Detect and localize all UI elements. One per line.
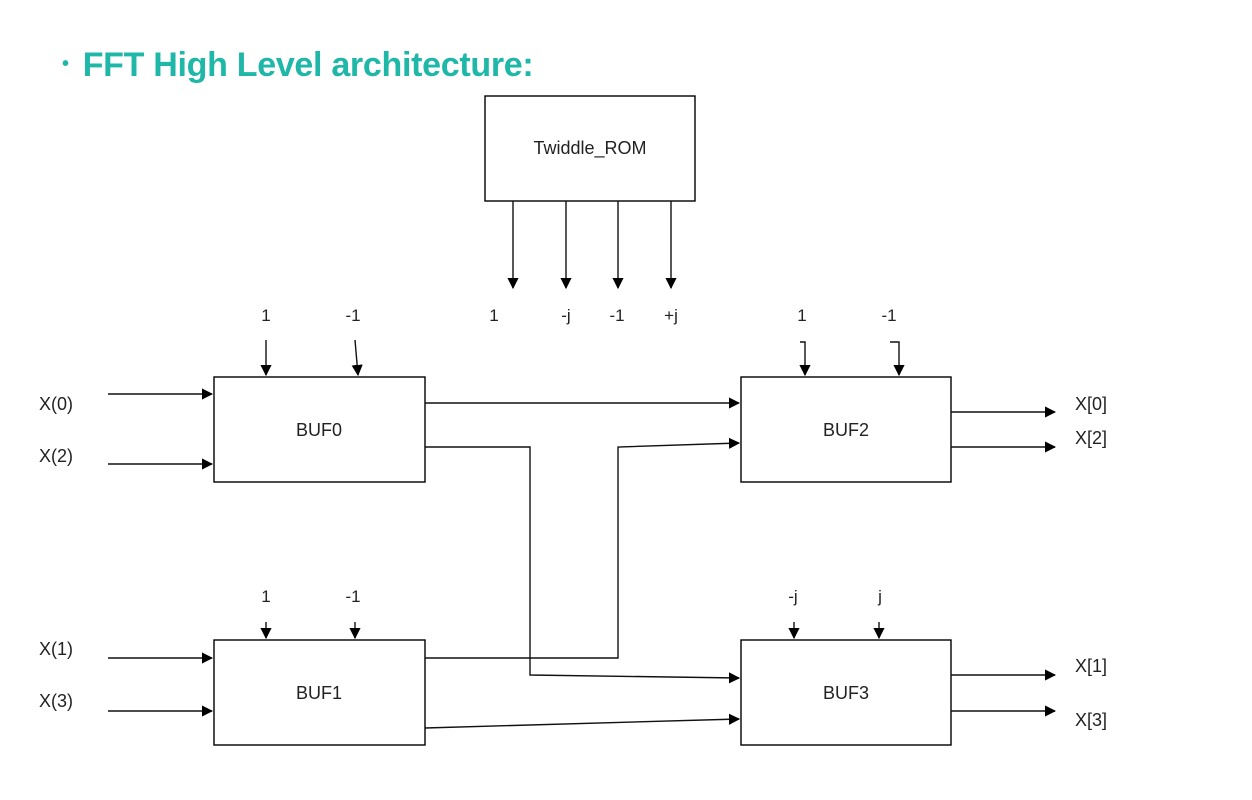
output-label-x3: X[3]: [1075, 710, 1107, 730]
rom-output-label-2: -j: [561, 306, 570, 325]
input-label-x1: X(1): [39, 639, 73, 659]
input-label-x2: X(2): [39, 446, 73, 466]
buf2-twiddle-label-2: -1: [881, 306, 896, 325]
twiddle-rom-label: Twiddle_ROM: [533, 138, 646, 159]
title-text: FFT High Level architecture:: [82, 46, 534, 84]
buf2-block: [740, 376, 952, 483]
input-label-x3: X(3): [39, 691, 73, 711]
buf0-twiddle-label-1: 1: [261, 306, 270, 325]
slide-title: • FFT High Level architecture:: [62, 46, 534, 85]
wire-buf0-to-buf3: [425, 446, 741, 684]
buf3-twiddle-label-2: j: [877, 587, 882, 606]
buf0-twiddle-arrow-2: [351, 339, 363, 377]
buf2-twiddle-arrow-2: [890, 341, 905, 377]
buf1-twiddle-label-2: -1: [345, 587, 360, 606]
buf3-twiddle-label-1: -j: [788, 587, 797, 606]
buf3-block: [740, 639, 952, 746]
buf0-twiddle-label-2: -1: [345, 306, 360, 325]
rom-output-label-4: +j: [664, 306, 678, 325]
wire-buf1-to-buf2: [425, 437, 741, 659]
input-label-x0: X(0): [39, 394, 73, 414]
wire-buf1-to-buf3: [424, 713, 741, 729]
output-label-x0: X[0]: [1075, 394, 1107, 414]
buf1-twiddle-label-1: 1: [261, 587, 270, 606]
buf3-label: BUF3: [823, 683, 869, 703]
buf2-label: BUF2: [823, 420, 869, 440]
title-bullet: •: [62, 53, 69, 75]
twiddle-rom-block: [484, 95, 696, 202]
buf0-block: [213, 376, 426, 483]
output-label-x1: X[1]: [1075, 656, 1107, 676]
buf2-twiddle-label-1: 1: [797, 306, 806, 325]
buf1-label: BUF1: [296, 683, 342, 703]
rom-output-label-3: -1: [609, 306, 624, 325]
buf1-block: [213, 639, 426, 746]
output-label-x2: X[2]: [1075, 428, 1107, 448]
buf0-label: BUF0: [296, 420, 342, 440]
buf2-twiddle-arrow-1: [799, 341, 811, 377]
rom-output-label-1: 1: [489, 306, 498, 325]
